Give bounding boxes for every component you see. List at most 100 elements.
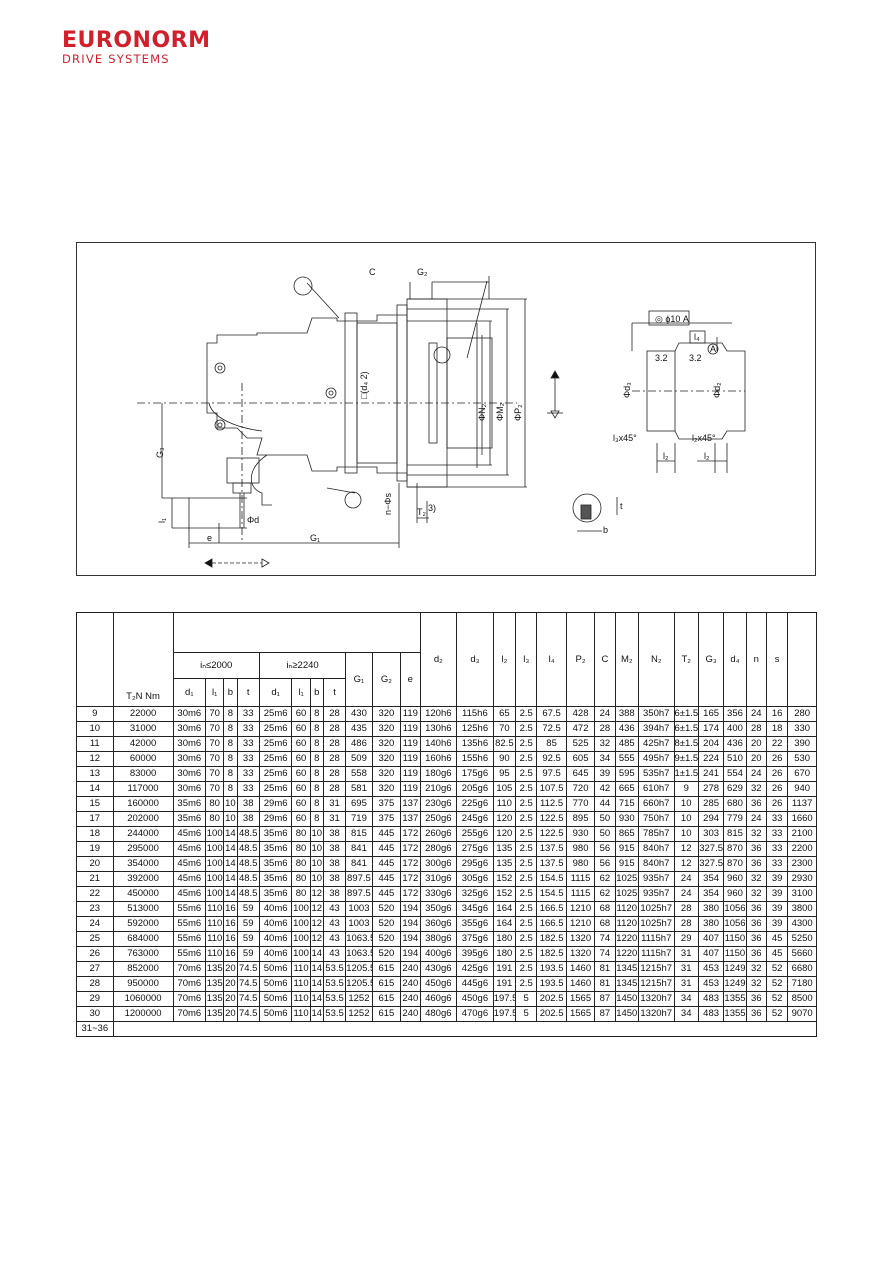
table-cell: 180g6 [419, 766, 458, 782]
table-cell: 39 [765, 871, 789, 887]
table-cell: 34 [594, 751, 616, 767]
table-cell: 450g6 [456, 991, 494, 1007]
table-cell: 1115 [565, 871, 596, 887]
col-header-g1: G₁ [345, 652, 373, 707]
table-cell: 140h6 [419, 736, 458, 752]
table-cell: 39 [765, 916, 789, 932]
table-cell: 119 [400, 751, 421, 767]
table-cell: 10 [309, 826, 324, 842]
table-cell: 110 [492, 796, 517, 812]
table-cell: 62 [594, 871, 616, 887]
table-cell: 1205.5 [345, 961, 373, 977]
table-cell: 930 [565, 826, 596, 842]
table-cell: 225g6 [456, 796, 494, 812]
table-cell: 28 [76, 976, 114, 992]
table-cell: 21 [76, 871, 114, 887]
table-cell: 680 [723, 796, 747, 812]
table-cell: 48.5 [236, 871, 260, 887]
table-cell: 8 [309, 706, 324, 722]
table-cell: 39 [594, 766, 616, 782]
table-cell: 28 [673, 901, 699, 917]
table-cell: 763000 [112, 946, 174, 962]
table-cell: 615 [371, 1006, 402, 1022]
table-cell: 20 [223, 961, 238, 977]
table-cell: 100 [291, 946, 311, 962]
table-cell: 50m6 [258, 1006, 293, 1022]
table-cell: 1450 [614, 1006, 639, 1022]
table-cell: 35m6 [258, 871, 293, 887]
table-cell: 610h7 [637, 781, 675, 797]
col-header-l1b: l₁ [291, 678, 311, 707]
table-cell: 1565 [565, 991, 596, 1007]
dim-label-g3: G₃ [155, 447, 165, 458]
table-cell: 12 [309, 916, 324, 932]
table-cell: 30m6 [172, 751, 207, 767]
table-cell: 154.5 [536, 871, 567, 887]
table-cell: 125h6 [456, 721, 494, 737]
technical-drawing: C G₂ □(d₄ 2) ΦN₂ ΦM₂ ΦP₂ G₃ l₁ Φd e G₁ n… [76, 242, 816, 576]
table-cell: 59 [236, 901, 260, 917]
table-cell: 815 [345, 826, 373, 842]
table-cell: 294 [697, 811, 725, 827]
table-cell: 19 [76, 841, 114, 857]
table-cell: 380 [697, 916, 725, 932]
roughness-label-1: 3.2 [655, 353, 668, 363]
table-cell: 435 [345, 721, 373, 737]
table-cell: 1252 [345, 1006, 373, 1022]
table-cell: 135 [205, 991, 225, 1007]
table-cell: 275g6 [456, 841, 494, 857]
table-cell: 390 [787, 736, 817, 752]
table-cell: 12 [673, 856, 699, 872]
table-cell: 350h7 [637, 706, 675, 722]
table-cell: 897.5 [345, 886, 373, 902]
table-cell: 14 [223, 841, 238, 857]
table-cell: 428 [565, 706, 596, 722]
table-cell: 1249 [723, 961, 747, 977]
table-cell: 50m6 [258, 991, 293, 1007]
table-cell: 117000 [112, 781, 174, 797]
dim-label-m2: ΦM₂ [495, 402, 505, 421]
table-cell: 166.5 [536, 901, 567, 917]
table-cell: 92.5 [536, 751, 567, 767]
table-cell: 119 [400, 781, 421, 797]
table-cell: 394h7 [637, 721, 675, 737]
table-cell: 375g6 [456, 931, 494, 947]
col-header-e: e [400, 652, 421, 707]
table-cell: 1220 [614, 931, 639, 947]
table-cell: 160h6 [419, 751, 458, 767]
table-cell: 20 [223, 1006, 238, 1022]
table-cell: 453 [697, 961, 725, 977]
table-cell: 48.5 [236, 826, 260, 842]
table-cell: 2.5 [515, 781, 538, 797]
table-cell: 26 [765, 751, 789, 767]
table-cell: 87 [594, 1006, 616, 1022]
table-cell: 841 [345, 856, 373, 872]
table-cell: 300g6 [419, 856, 458, 872]
table-cell: 33 [236, 781, 260, 797]
table-cell: 750h7 [637, 811, 675, 827]
table-cell: 60 [291, 721, 311, 737]
dim-label-t2: T₂ [417, 507, 426, 517]
table-cell: 525 [565, 736, 596, 752]
table-cell: 50 [594, 826, 616, 842]
table-cell: 40m6 [258, 946, 293, 962]
table-cell: 436 [614, 721, 639, 737]
table-cell: 665 [614, 781, 639, 797]
table-cell: 841 [345, 841, 373, 857]
table-cell: 25m6 [258, 766, 293, 782]
dim-label-l4: l₄ [694, 332, 700, 342]
col-header-size [76, 612, 114, 707]
table-cell: 1355 [723, 991, 747, 1007]
tolerance-frame: ◎ ϕ10 A [655, 314, 689, 324]
table-cell: 483 [697, 1006, 725, 1022]
table-cell: 509 [345, 751, 373, 767]
table-cell: 605 [565, 751, 596, 767]
table-cell: 18 [765, 721, 789, 737]
table-cell: 110 [291, 991, 311, 1007]
table-cell: 425g6 [456, 961, 494, 977]
table-cell: 14 [223, 886, 238, 902]
